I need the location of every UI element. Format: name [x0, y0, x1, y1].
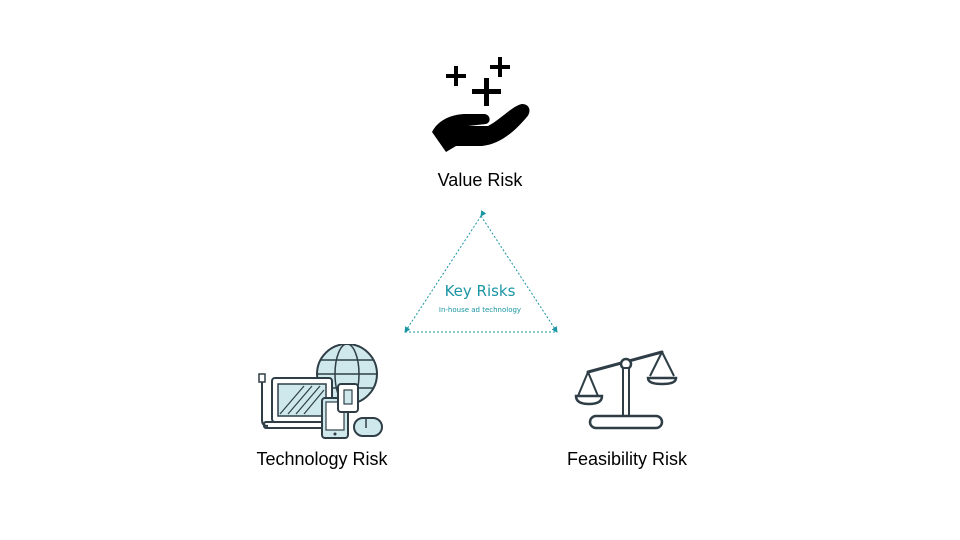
feasibility-risk-label: Feasibility Risk [566, 449, 688, 469]
devices-globe-icon [258, 343, 386, 440]
balance-scale-icon [574, 344, 680, 432]
technology-risk-label: Technology Risk [256, 449, 388, 469]
triangle-edge-right [480, 215, 558, 333]
center-subtitle: In-house ad technology [438, 306, 522, 314]
center-title: Key Risks [444, 282, 516, 300]
hand-with-sparkles-icon [428, 54, 532, 156]
triangle-edge-left [404, 210, 487, 333]
value-risk-label: Value Risk [437, 170, 523, 190]
